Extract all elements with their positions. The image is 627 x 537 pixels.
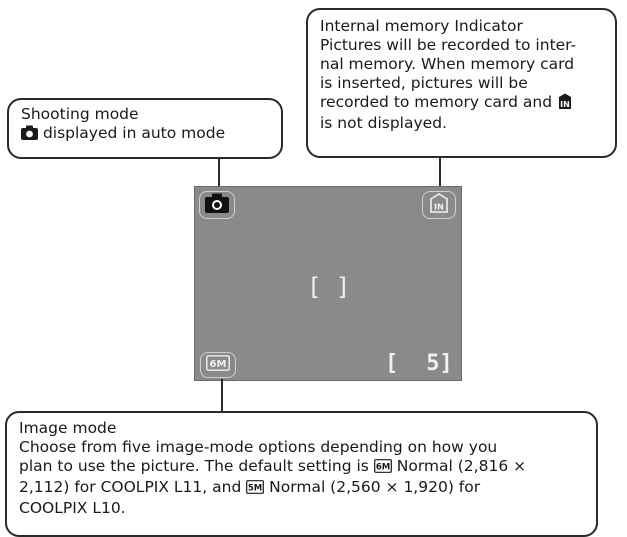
image-mode-line-4: COOLPIX L10. xyxy=(19,499,126,517)
shooting-mode-indicator xyxy=(199,191,235,219)
internal-memory-icon: IN xyxy=(557,93,573,114)
image-mode-line-2: plan to use the picture. The default set… xyxy=(19,457,369,475)
image-mode-line-1: Choose from five image-mode options depe… xyxy=(19,438,498,456)
internal-memory-indicator: IN xyxy=(422,191,456,219)
image-mode-line-3: 2,112) for COOLPIX L11, and xyxy=(19,478,242,496)
image-mode-line-3-after: Normal (2,560 × 1,920) for xyxy=(269,478,481,496)
camera-monitor: IN [ ] 6M [5] xyxy=(194,186,462,381)
shooting-mode-text: displayed in auto mode xyxy=(42,124,226,142)
exposures-count: 5 xyxy=(426,351,440,376)
image-mode-icon-text: 6M xyxy=(210,359,227,370)
icon-6m-text: 6M xyxy=(376,463,390,473)
shooting-mode-callout: Shooting mode displayed in auto mode xyxy=(7,98,283,159)
exposures-remaining: [5] xyxy=(385,353,453,375)
internal-memory-icon: IN xyxy=(429,193,449,217)
shooting-mode-title: Shooting mode xyxy=(21,105,139,123)
focus-area-brackets: [ ] xyxy=(307,273,351,301)
memory-line-4: is inserted, pictures will be xyxy=(320,74,528,92)
image-mode-line-2-after: Normal (2,816 × xyxy=(396,457,527,475)
exposures-open-bracket: [ xyxy=(385,351,399,376)
image-mode-indicator: 6M xyxy=(200,352,236,378)
icon-5m-text: 5M xyxy=(248,484,262,494)
image-mode-icon: 6M xyxy=(206,355,230,375)
image-mode-5m-icon: 5M xyxy=(246,480,265,499)
exposures-close-bracket: ] xyxy=(439,351,453,376)
shooting-mode-leader xyxy=(218,159,220,189)
camera-icon xyxy=(205,193,229,217)
image-mode-callout: Image mode Choose from five image-mode o… xyxy=(5,411,598,537)
image-mode-leader xyxy=(221,379,223,412)
memory-line-6: is not displayed. xyxy=(320,114,447,132)
memory-icon-text: IN xyxy=(434,203,444,212)
image-mode-6m-icon: 6M xyxy=(373,459,392,478)
memory-line-5: recorded to memory card and xyxy=(320,93,553,111)
camera-icon xyxy=(21,125,38,145)
memory-line-2: Pictures will be recorded to inter- xyxy=(320,36,577,54)
image-mode-title: Image mode xyxy=(19,419,117,437)
internal-memory-callout: Internal memory Indicator Pictures will … xyxy=(306,8,617,158)
memory-line-3: nal memory. When memory card xyxy=(320,55,575,73)
memory-line-1: Internal memory Indicator xyxy=(320,17,523,35)
memory-leader xyxy=(439,157,441,189)
svg-text:IN: IN xyxy=(560,100,570,109)
